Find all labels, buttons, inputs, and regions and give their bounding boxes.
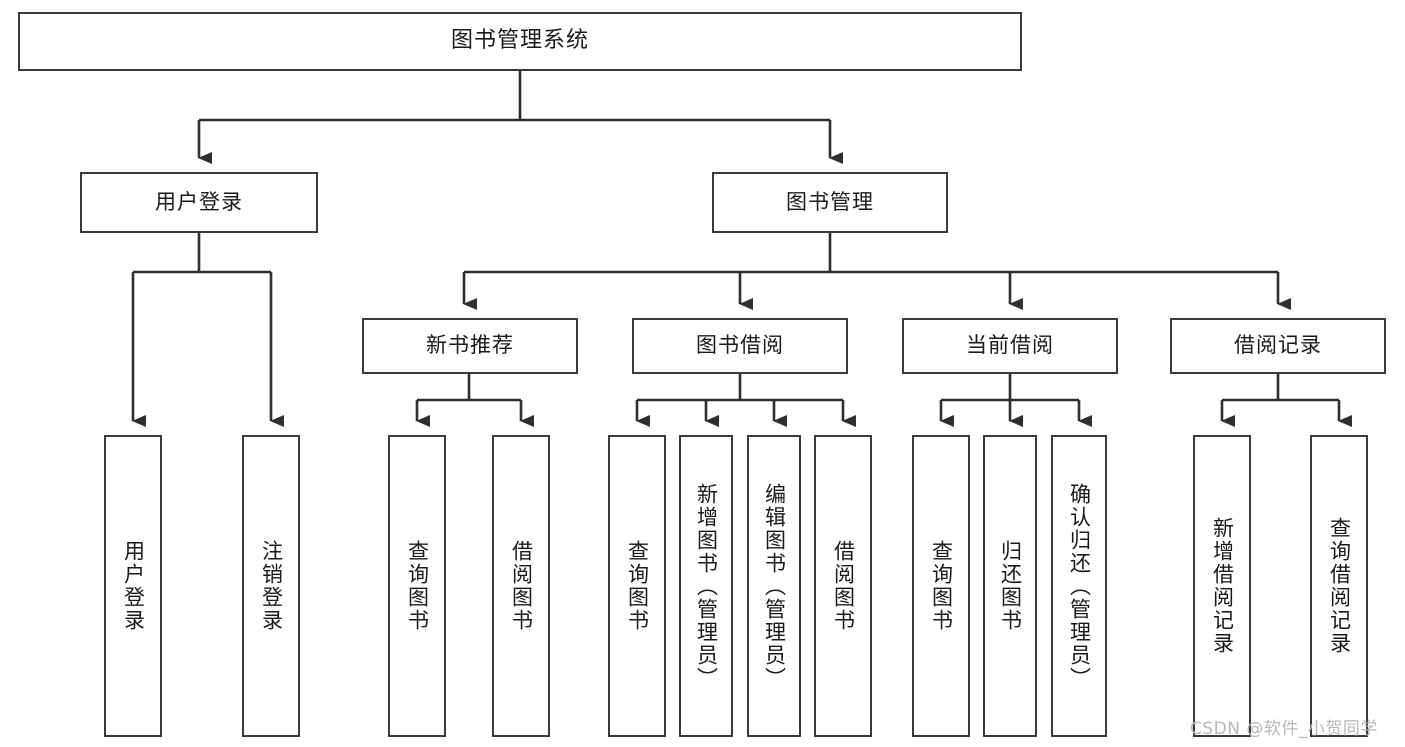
node-new-book-recommend[interactable]: 新书推荐 bbox=[362, 318, 578, 374]
leaf-new-book-borrow-book[interactable]: 借阅图书 bbox=[492, 435, 550, 737]
leaf-new-book-query-book[interactable]: 查询图书 bbox=[388, 435, 446, 737]
leaf-user-login-login[interactable]: 用户登录 bbox=[104, 435, 162, 737]
node-label: 当前借阅 bbox=[966, 333, 1054, 358]
leaf-book-borrow-add-book-admin[interactable]: 新增图书（管理员） bbox=[679, 435, 733, 737]
node-label: 新书推荐 bbox=[426, 333, 514, 358]
node-label: 借阅图书 bbox=[509, 540, 534, 632]
node-label: 确认归还（管理员） bbox=[1067, 482, 1092, 690]
node-label: 编辑图书（管理员） bbox=[762, 482, 787, 690]
leaf-borrow-record-add-record[interactable]: 新增借阅记录 bbox=[1193, 435, 1251, 737]
node-label: 借阅记录 bbox=[1234, 333, 1322, 358]
node-label: 查询图书 bbox=[625, 540, 650, 632]
leaf-book-borrow-edit-book-admin[interactable]: 编辑图书（管理员） bbox=[747, 435, 801, 737]
node-label: 查询图书 bbox=[405, 540, 430, 632]
node-book-management[interactable]: 图书管理 bbox=[712, 172, 948, 233]
leaf-borrow-record-query-record[interactable]: 查询借阅记录 bbox=[1310, 435, 1368, 737]
leaf-user-login-logout[interactable]: 注销登录 bbox=[242, 435, 300, 737]
node-root-book-management-system[interactable]: 图书管理系统 bbox=[18, 12, 1022, 71]
node-book-borrow[interactable]: 图书借阅 bbox=[632, 318, 848, 374]
node-label: 用户登录 bbox=[155, 189, 243, 214]
node-label: 新增借阅记录 bbox=[1210, 517, 1235, 655]
node-label: 图书管理系统 bbox=[450, 28, 589, 54]
leaf-book-borrow-query-book[interactable]: 查询图书 bbox=[608, 435, 666, 737]
node-label: 图书借阅 bbox=[696, 333, 784, 358]
node-borrow-record[interactable]: 借阅记录 bbox=[1170, 318, 1386, 374]
leaf-current-borrow-confirm-return-admin[interactable]: 确认归还（管理员） bbox=[1051, 435, 1107, 737]
leaf-current-borrow-return-book[interactable]: 归还图书 bbox=[983, 435, 1037, 737]
node-label: 查询图书 bbox=[929, 540, 954, 632]
node-user-login[interactable]: 用户登录 bbox=[80, 172, 318, 233]
leaf-current-borrow-query-book[interactable]: 查询图书 bbox=[912, 435, 970, 737]
node-label: 用户登录 bbox=[121, 540, 146, 632]
node-label: 借阅图书 bbox=[831, 540, 856, 632]
node-label: 新增图书（管理员） bbox=[694, 482, 719, 690]
csdn-watermark: CSDN @软件_小贺同学 bbox=[1190, 719, 1378, 739]
node-label: 查询借阅记录 bbox=[1327, 517, 1352, 655]
node-current-borrow[interactable]: 当前借阅 bbox=[902, 318, 1118, 374]
leaf-book-borrow-borrow-book[interactable]: 借阅图书 bbox=[814, 435, 872, 737]
node-label: 归还图书 bbox=[998, 540, 1023, 632]
node-label: 注销登录 bbox=[259, 540, 284, 632]
node-label: 图书管理 bbox=[786, 189, 874, 214]
